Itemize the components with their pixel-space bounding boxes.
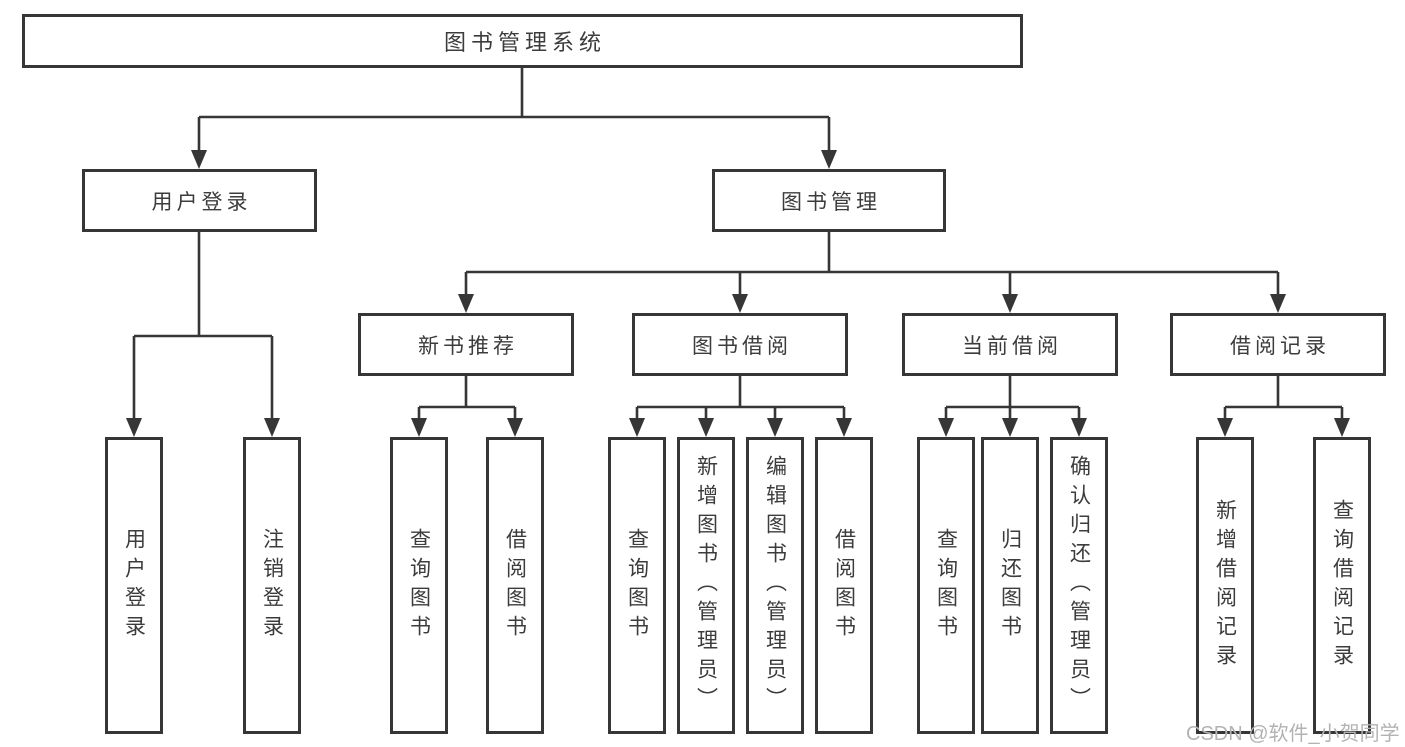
connector-newbook-leaves <box>411 376 523 437</box>
node-borrow-records: 借阅记录 <box>1170 313 1386 376</box>
node-book-borrow: 图书借阅 <box>632 313 848 376</box>
leaf-add-borrow-record: 新增借阅记录 <box>1196 437 1254 734</box>
leaf-confirm-return-admin: 确认归还（管理员） <box>1050 437 1108 734</box>
leaf-query-books-newbook: 查询图书 <box>390 437 448 734</box>
connector-root-to-level1 <box>191 68 837 169</box>
leaf-label: 确认归还（管理员） <box>1067 455 1091 716</box>
node-user-login: 用户登录 <box>82 169 317 232</box>
leaf-query-books-borrow: 查询图书 <box>608 437 666 734</box>
leaf-label: 归还图书 <box>998 527 1022 644</box>
leaf-label: 新增借阅记录 <box>1213 498 1237 673</box>
leaf-query-books-current: 查询图书 <box>917 437 975 734</box>
connector-bookmgmt-to-level2 <box>458 232 1286 313</box>
connector-borrowrecord-leaves <box>1217 376 1350 437</box>
node-root-library-system: 图书管理系统 <box>22 14 1023 68</box>
node-label: 新书推荐 <box>418 334 518 358</box>
leaf-label: 注销登录 <box>260 527 284 644</box>
leaf-return-books: 归还图书 <box>981 437 1039 734</box>
leaf-add-books-admin: 新增图书（管理员） <box>677 437 735 734</box>
leaf-label: 新增图书（管理员） <box>694 455 718 716</box>
connector-bookborrow-leaves <box>629 376 852 437</box>
leaf-label: 用户登录 <box>122 527 146 644</box>
leaf-edit-books-admin: 编辑图书（管理员） <box>746 437 804 734</box>
leaf-borrow-books-newbook: 借阅图书 <box>486 437 544 734</box>
node-label: 当前借阅 <box>962 334 1062 358</box>
leaf-borrow-books: 借阅图书 <box>815 437 873 734</box>
leaf-label: 查询图书 <box>934 527 958 644</box>
node-label: 用户登录 <box>151 190 252 214</box>
leaf-label: 编辑图书（管理员） <box>763 455 787 716</box>
node-current-borrow: 当前借阅 <box>902 313 1118 376</box>
leaf-label: 借阅图书 <box>832 527 856 644</box>
leaf-user-login: 用户登录 <box>105 437 163 734</box>
node-label: 图书借阅 <box>692 334 792 358</box>
connector-currentborrow-leaves <box>938 376 1087 437</box>
node-book-management: 图书管理 <box>712 169 946 232</box>
leaf-label: 查询图书 <box>625 527 649 644</box>
node-label: 图书管理系统 <box>443 30 606 55</box>
leaf-label: 借阅图书 <box>503 527 527 644</box>
leaf-logout-login: 注销登录 <box>243 437 301 734</box>
node-new-book-recommend: 新书推荐 <box>358 313 574 376</box>
leaf-label: 查询图书 <box>407 527 431 644</box>
leaf-query-borrow-record: 查询借阅记录 <box>1313 437 1371 734</box>
watermark: CSDN @软件_小贺同学 <box>1186 723 1400 745</box>
leaf-label: 查询借阅记录 <box>1330 498 1354 673</box>
connector-userlogin-leaves <box>126 232 280 437</box>
node-label: 图书管理 <box>781 190 881 214</box>
node-label: 借阅记录 <box>1230 334 1330 358</box>
